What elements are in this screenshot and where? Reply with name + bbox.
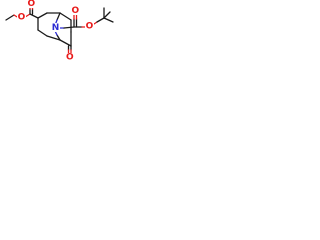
bond-c3-c2 [37,12,48,19]
boc-carbonyl-oxygen-label: O [71,6,79,16]
o-label-bg [85,22,94,31]
bond-c4-c5 [37,29,48,37]
ester-carbonyl-oxygen-label: O [27,0,35,9]
bond-c6-c7 [59,39,72,47]
o-label-bg [17,13,26,22]
bond-o-tbu-b [96,17,105,23]
bond-c6-n-b [54,31,58,36]
bond-tbu-methyl-right [103,17,114,23]
boc-ether-oxygen-label: O [86,22,94,32]
bond-c1-n-a [56,12,61,21]
molecule-diagram: O O N O O O [5,0,114,63]
ester-ether-oxygen-label: O [18,13,26,23]
bond-methyl-o [5,14,15,21]
bond-ether-o-carbonyl [25,13,31,18]
o-label-bg [65,53,74,62]
bond-n-boc-b [63,26,75,29]
bond-tbu-methyl-upright [103,11,111,19]
bond-carbonyl-ring [29,13,39,19]
n-label-bg [51,23,60,32]
bond-c1-c9 [59,12,72,21]
bond-c6-n-a [56,34,61,41]
o-label-bg [27,0,36,8]
ring-nitrogen-label: N [52,23,60,33]
ketone-oxygen-label: O [66,53,74,63]
bond-c5-c6 [46,35,61,41]
molecule-structure-canvas: O O N O O O [0,0,192,64]
o-label-bg [71,7,80,15]
